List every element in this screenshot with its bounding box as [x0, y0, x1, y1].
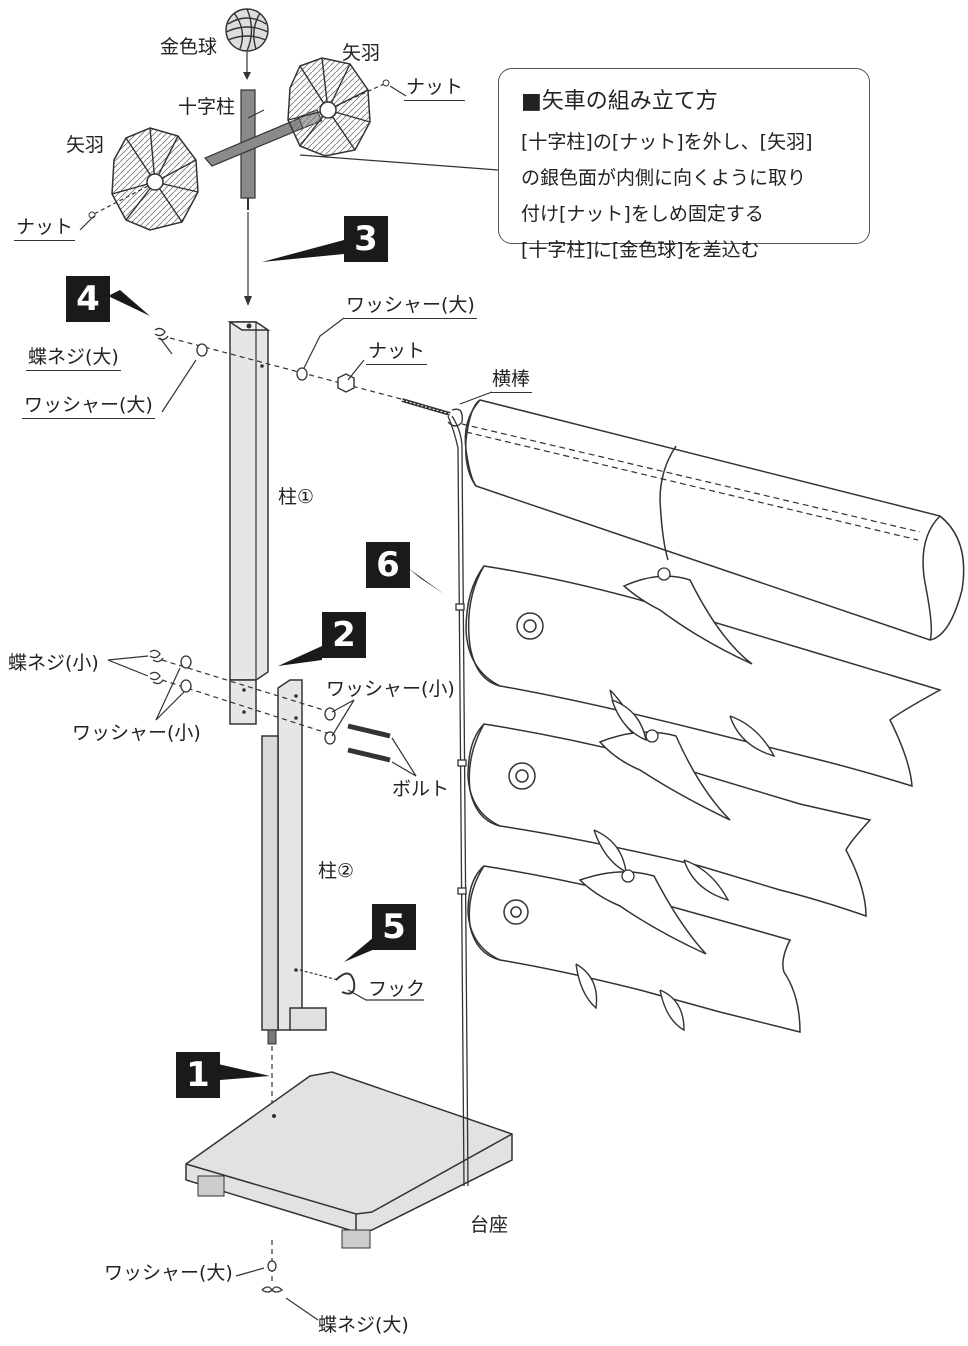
step-badge-2: 2: [322, 612, 366, 658]
arrow-feather-left: [88, 127, 199, 231]
top-hardware-leaders: [159, 317, 493, 413]
rope: [447, 408, 469, 1187]
label-wing-screw-large: 蝶ネジ(大): [26, 348, 121, 371]
step-badge-6: 6: [366, 542, 410, 588]
label-crossbar: 横棒: [490, 370, 533, 393]
label-bolt: ボルト: [392, 778, 450, 800]
label-arrow-feather-right: 矢羽: [342, 42, 381, 64]
label-wing-screw-large-bottom: 蝶ネジ(大): [318, 1314, 409, 1336]
instructions-line: 付け[ナット]をしめ固定する: [521, 203, 764, 225]
label-nut-middle: ナット: [366, 342, 428, 365]
middle-hardware-leaders: [107, 655, 417, 777]
arrow-feather-right: [287, 57, 390, 157]
assembly-instructions-box: ■矢車の組み立て方 [十字柱]の[ナット]を外し、[矢羽] の銀色面が内側に向く…: [498, 68, 870, 261]
gold-ball: [225, 8, 269, 80]
carp-3: [467, 829, 801, 1033]
pole-2: [261, 679, 327, 1045]
top-hardware: [154, 327, 451, 416]
instructions-title: ■矢車の組み立て方: [521, 89, 718, 114]
label-gold-ball: 金色球: [160, 36, 218, 58]
step-badge-4: 4: [66, 276, 110, 322]
label-nut-top: ナット: [404, 78, 466, 101]
label-washer-large-left: ワッシャー(大): [22, 396, 155, 419]
label-washer-large-right: ワッシャー(大): [344, 296, 477, 319]
base: [185, 1046, 513, 1321]
instructions-line: [十字柱]の[ナット]を外し、[矢羽]: [521, 131, 813, 153]
carp-rings: [455, 567, 671, 895]
label-wing-screw-small: 蝶ネジ(小): [8, 652, 99, 674]
middle-hardware: [149, 649, 391, 763]
step-badge-1: 1: [176, 1052, 220, 1098]
label-pole-2: 柱②: [318, 860, 355, 882]
label-base: 台座: [470, 1214, 509, 1236]
hook: [299, 969, 424, 1001]
step-badge-5: 5: [372, 904, 416, 950]
streamer: [461, 399, 965, 641]
label-nut-left: ナット: [14, 218, 76, 241]
top-leader-lines: [79, 85, 499, 231]
label-cross-pole: 十字柱: [178, 96, 236, 118]
label-washer-small-left: ワッシャー(小): [72, 722, 201, 744]
carp-2: [467, 699, 872, 918]
label-washer-large-bottom: ワッシャー(大): [104, 1262, 233, 1284]
step-badge-3: 3: [344, 216, 388, 262]
label-pole-1: 柱①: [278, 486, 315, 508]
instructions-line: の銀色面が内側に向くように取り: [521, 167, 807, 189]
label-hook: フック: [368, 978, 426, 1000]
instructions-line: [十字柱]に[金色球]を差込む: [521, 239, 760, 261]
label-arrow-feather-left: 矢羽: [66, 134, 105, 156]
pole-1: [227, 321, 271, 725]
label-washer-small-right: ワッシャー(小): [326, 678, 455, 700]
